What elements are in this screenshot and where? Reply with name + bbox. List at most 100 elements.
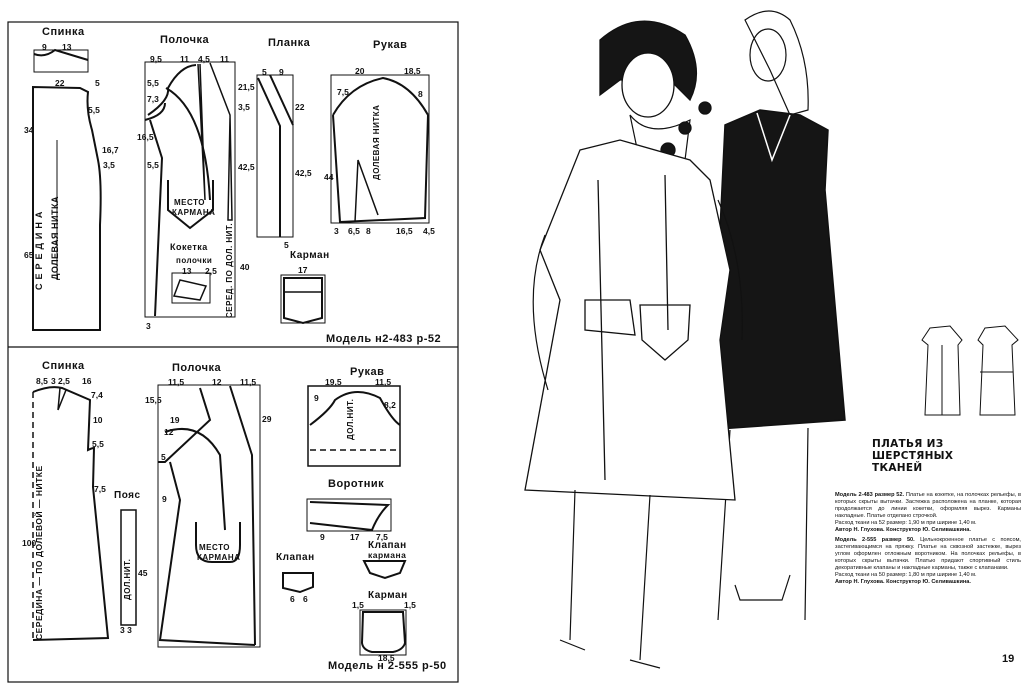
top-model-label: Модель н2-483 р-52 — [326, 333, 442, 345]
top-pocket-pattern — [280, 274, 326, 325]
dimension: 3 — [146, 321, 151, 331]
dimension: 5 — [284, 240, 289, 250]
dimension: 42,5 — [295, 168, 312, 178]
pocket-place-label-2: КАРМАНА — [172, 208, 216, 217]
dimension: 2,5 — [58, 376, 70, 386]
dimension: 8 — [366, 226, 371, 236]
model-2-body: Цельнокроенное платье с поясом, застегив… — [835, 537, 1021, 571]
dimension: 8,5 — [36, 376, 48, 386]
pocket-place-label-2: КАРМАНА — [197, 553, 241, 562]
dimension: 5 — [262, 67, 267, 77]
dimension: 5 — [161, 452, 166, 462]
piece-label-pocket: Карман — [290, 250, 330, 261]
dimension: 5,5 — [92, 439, 104, 449]
dimension: 9 — [320, 532, 325, 542]
dimension: 2,5 — [205, 266, 217, 276]
bottom-flap-patterns — [282, 560, 407, 656]
dimension: 18,5 — [378, 653, 395, 663]
article-title: ПЛАТЬЯ ИЗ ШЕРСТЯНЫХ ТКАНЕЙ — [872, 438, 1022, 474]
model-2-fabric: Расход ткани на 50 размер: 1,80 м при ши… — [835, 572, 977, 578]
dimension: 3,5 — [238, 102, 250, 112]
dimension: 5 — [95, 78, 100, 88]
bottom-sleeve-pattern — [307, 385, 401, 467]
dimension: 6 — [290, 594, 295, 604]
dimension: 5,5 — [147, 78, 159, 88]
bottom-collar-pattern — [306, 498, 392, 532]
dimension: 11,5 — [375, 377, 392, 387]
top-placket-pattern — [256, 74, 294, 238]
dimension: 65 — [24, 250, 34, 260]
bottom-model-label: Модель н 2-555 р-50 — [328, 660, 447, 672]
dress-thumbnail-front — [921, 325, 963, 416]
grain-label: ДОЛЕВАЯ НИТКА — [50, 196, 60, 280]
dimension: 34 — [24, 125, 34, 135]
article-title-line-1: ПЛАТЬЯ ИЗ ШЕРСТЯНЫХ — [872, 438, 954, 462]
piece-label-pocket: Карман — [368, 590, 408, 601]
pocket-place-label: МЕСТО — [199, 543, 230, 552]
dimension: 7,5 — [337, 87, 349, 97]
dimension: 9 — [162, 494, 167, 504]
dimension: 44 — [324, 172, 334, 182]
model-1-heading: Модель 2-483 размер 52. — [835, 492, 905, 498]
page-number: 19 — [1002, 653, 1015, 665]
illustration-woman-light-dress — [524, 20, 743, 669]
piece-label-front: Полочка — [172, 362, 222, 374]
model-1-body: Платье на кокетке, на полочках рельефы, … — [835, 492, 1021, 519]
dimension: 9 — [42, 42, 47, 52]
dimension: 21,5 — [238, 82, 255, 92]
dimension: 7,3 — [147, 94, 159, 104]
dimension: 17 — [350, 532, 360, 542]
center-label: СЕРЕДИНА — [34, 207, 44, 290]
piece-label-back: Спинка — [42, 26, 85, 38]
dimension: 19 — [170, 415, 180, 425]
dimension: 5,5 — [147, 160, 159, 170]
piece-label-back: Спинка — [42, 360, 85, 372]
dimension: 9,5 — [150, 54, 162, 64]
dimension: 45 — [138, 568, 148, 578]
dimension: 29 — [262, 414, 272, 424]
dimension: 100 — [22, 538, 37, 548]
model-1-description: Модель 2-483 размер 52. Платье на кокетк… — [835, 492, 1021, 534]
piece-label-yoke-2: полочки — [176, 256, 213, 265]
dimension: 16,5 — [137, 132, 154, 142]
dimension: 11 — [180, 54, 189, 64]
dimension: 8 — [418, 89, 423, 99]
piece-label-front: Полочка — [160, 34, 210, 46]
dimension: 11,5 — [168, 377, 185, 387]
top-back-pattern — [32, 48, 102, 331]
dimension: 9 — [279, 67, 284, 77]
model-2-description: Модель 2-555 размер 50. Цельнокроенное п… — [835, 537, 1021, 586]
model-2-authors: Автор Н. Глухова. Конструктор Ю. Селиваш… — [835, 579, 971, 585]
article-description: Модель 2-483 размер 52. Платье на кокетк… — [835, 492, 1021, 589]
sleeve-grain-label: ДОЛЕВАЯ НИТКА — [372, 104, 381, 180]
dimension: 16 — [82, 376, 92, 386]
dimension: 8,2 — [384, 400, 396, 410]
dimension: 6 — [303, 594, 308, 604]
dimension: 1,5 — [352, 600, 364, 610]
dimension: 3 — [334, 226, 339, 236]
dimension: 4,5 — [423, 226, 435, 236]
dimension: 7,4 — [91, 390, 103, 400]
piece-label-placket: Планка — [268, 37, 311, 49]
top-sleeve-pattern — [330, 74, 430, 224]
article-title-line-2: ТКАНЕЙ — [872, 462, 923, 474]
bottom-front-pattern — [157, 384, 261, 648]
dimension: 7,5 — [94, 484, 106, 494]
dimension: 18,5 — [404, 66, 421, 76]
center-label: СЕРЕДИНА — ПО ДОЛЕВОЙ — НИТКЕ — [34, 465, 44, 640]
dress-thumbnail-back — [977, 325, 1019, 416]
dimension: 4,5 — [198, 54, 210, 64]
dimension: 15,5 — [145, 395, 162, 405]
dimension: 6,5 — [348, 226, 360, 236]
dimension: 9 — [314, 393, 319, 403]
piece-label-sleeve: Рукав — [373, 39, 408, 51]
dimension: 13 — [62, 42, 72, 52]
front-center-label: СЕРЕД. ПО ДОЛ. НИТ. — [225, 222, 234, 318]
dimension: 17 — [298, 265, 308, 275]
piece-label-sleeve: Рукав — [350, 366, 385, 378]
pocket-place-label: МЕСТО — [174, 198, 205, 207]
bottom-back-pattern — [32, 386, 137, 641]
dimension: 13 — [182, 266, 192, 276]
dimension: 20 — [355, 66, 365, 76]
